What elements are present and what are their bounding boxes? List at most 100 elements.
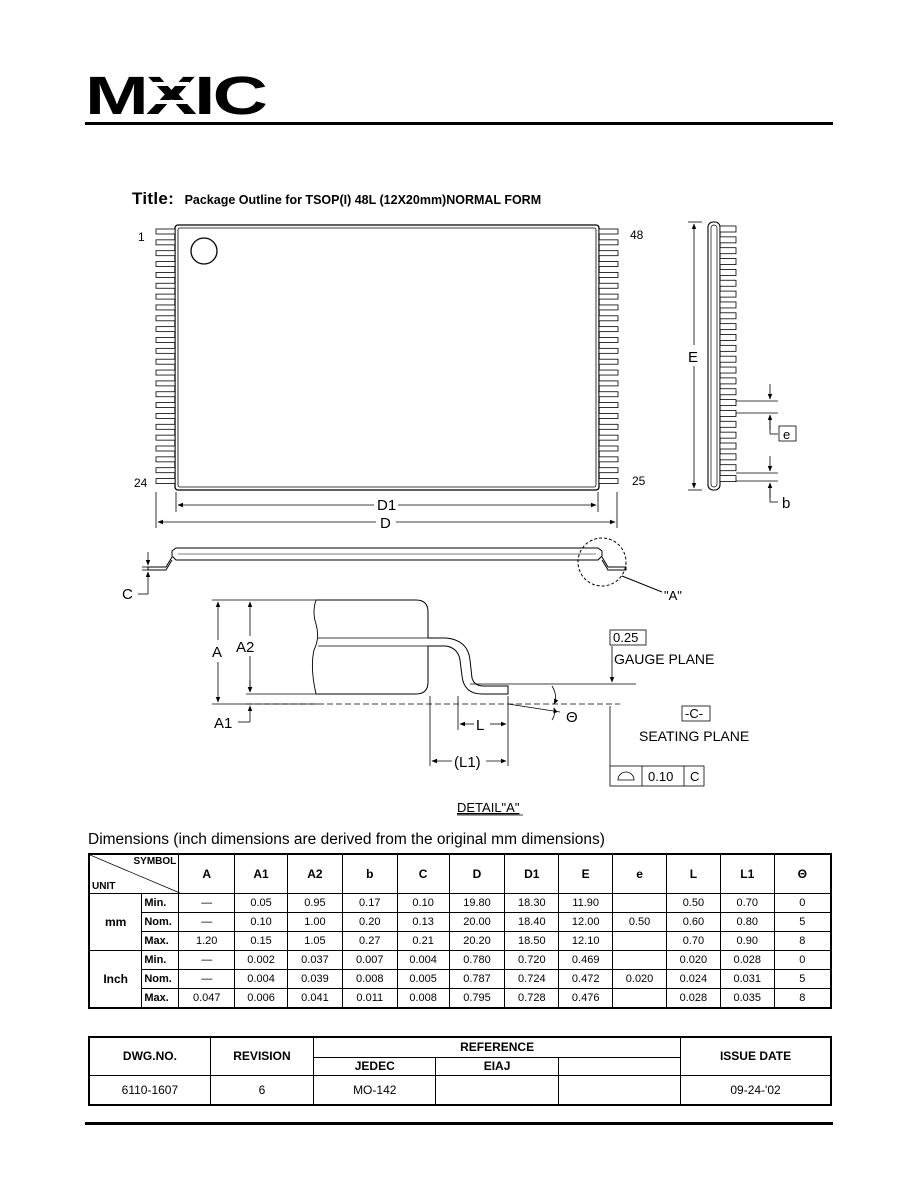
table-cell: 0.031: [719, 969, 775, 989]
table-cell: 12.10: [558, 931, 614, 951]
table-cell: 0.70: [719, 893, 775, 913]
lead: [598, 282, 619, 289]
mxic-logo: MXIC: [85, 70, 267, 122]
footer-rule: [85, 1122, 833, 1125]
table-cell: 0.05: [234, 893, 288, 913]
lead: [719, 410, 737, 417]
page-title: Title: Package Outline for TSOP(I) 48L (…: [132, 189, 541, 209]
table-cell: 0.20: [341, 912, 398, 932]
table-cell: 19.80: [448, 893, 506, 913]
detail-a-view: [311, 599, 509, 695]
unit-cell: Inch: [88, 950, 143, 1009]
column-header: D1: [504, 853, 560, 894]
table-cell: 0.024: [665, 969, 721, 989]
table-cell: 0.60: [665, 912, 721, 932]
table-cell: 1.00: [287, 912, 343, 932]
table-cell: 0.011: [341, 988, 398, 1009]
lead: [155, 326, 176, 333]
pin-label-25: 25: [632, 474, 646, 488]
lead: [598, 391, 619, 398]
column-header: C: [396, 853, 450, 894]
dim-label-D1: D1: [377, 497, 396, 514]
table-cell: 0.006: [234, 988, 288, 1009]
lead: [719, 377, 737, 385]
table-cell: —: [178, 893, 236, 913]
column-header: E: [558, 853, 614, 894]
lead: [155, 391, 176, 398]
package-top-view: [174, 224, 600, 491]
lead: [598, 293, 619, 300]
table-cell: [612, 931, 667, 951]
lead: [719, 301, 737, 309]
table-cell: 0.469: [558, 950, 614, 970]
dwg-no-value: 6110-1607: [88, 1074, 211, 1106]
lead: [598, 478, 619, 484]
revision-header: REVISION: [209, 1036, 315, 1076]
lead: [598, 358, 619, 365]
table-cell: 0.020: [612, 969, 667, 989]
corner-unit-label: UNIT: [92, 881, 116, 892]
lead: [155, 282, 176, 289]
lead: [598, 402, 619, 409]
issue-date-header: ISSUE DATE: [680, 1036, 832, 1076]
column-header: D: [448, 853, 506, 894]
dim-label-theta: Θ: [566, 709, 578, 726]
table-cell: 8: [773, 988, 832, 1009]
table-cell: 0.028: [719, 950, 775, 970]
table-cell: 0.008: [341, 969, 398, 989]
right-leads: [598, 228, 619, 484]
lead: [155, 413, 176, 419]
lead: [598, 467, 619, 474]
lead: [155, 456, 176, 463]
lead: [719, 399, 737, 407]
lead: [719, 366, 737, 374]
table-cell: 18.50: [504, 931, 560, 951]
table-cell: 0.004: [396, 950, 450, 970]
dimensions-table: SYMBOL UNIT A A1 A2 b C D D1 E e L L1 Θ …: [88, 853, 832, 1009]
corner-symbol-label: SYMBOL: [133, 856, 177, 867]
lead: [155, 261, 176, 267]
dim-label-L1: (L1): [454, 754, 481, 771]
side-view-leads: [719, 225, 737, 482]
title-label: Title:: [132, 189, 175, 208]
pin-label-48: 48: [630, 228, 644, 242]
table-cell: 0.002: [234, 950, 288, 970]
lead: [598, 434, 619, 441]
seating-plane-label: SEATING PLANE: [639, 728, 749, 744]
lead: [598, 315, 619, 322]
lead: [598, 250, 619, 257]
column-header: L: [665, 853, 721, 894]
pin-label-24: 24: [134, 476, 148, 490]
table-cell: [612, 988, 667, 1009]
lead: [598, 326, 619, 333]
table-cell: 0.15: [234, 931, 288, 951]
dimensions-header-row: SYMBOL UNIT A A1 A2 b C D D1 E e L L1 Θ: [88, 853, 832, 894]
column-header: L1: [719, 853, 775, 894]
lead: [719, 464, 737, 472]
table-cell: 0.476: [558, 988, 614, 1009]
lead: [598, 337, 619, 343]
jedec-header: JEDEC: [313, 1056, 437, 1076]
lead: [155, 228, 176, 235]
lead: [598, 261, 619, 267]
svg-text:MXIC: MXIC: [85, 70, 266, 122]
dimensions-caption: Dimensions (inch dimensions are derived …: [88, 831, 605, 848]
table-cell: 0: [773, 893, 832, 913]
row-label: Max.: [141, 931, 180, 951]
dim-label-A1: A1: [214, 715, 232, 732]
lead: [155, 369, 176, 376]
dim-label-b: b: [782, 495, 790, 512]
row-label: Max.: [141, 988, 180, 1009]
lead: [598, 423, 619, 430]
lead: [719, 323, 737, 331]
table-cell: 0.008: [396, 988, 450, 1009]
table-cell: 0.004: [234, 969, 288, 989]
unit-cell: mm: [88, 893, 143, 951]
lead: [598, 228, 619, 235]
lead: [719, 236, 737, 244]
reference-blank-header: [557, 1056, 682, 1076]
lead: [719, 268, 737, 276]
